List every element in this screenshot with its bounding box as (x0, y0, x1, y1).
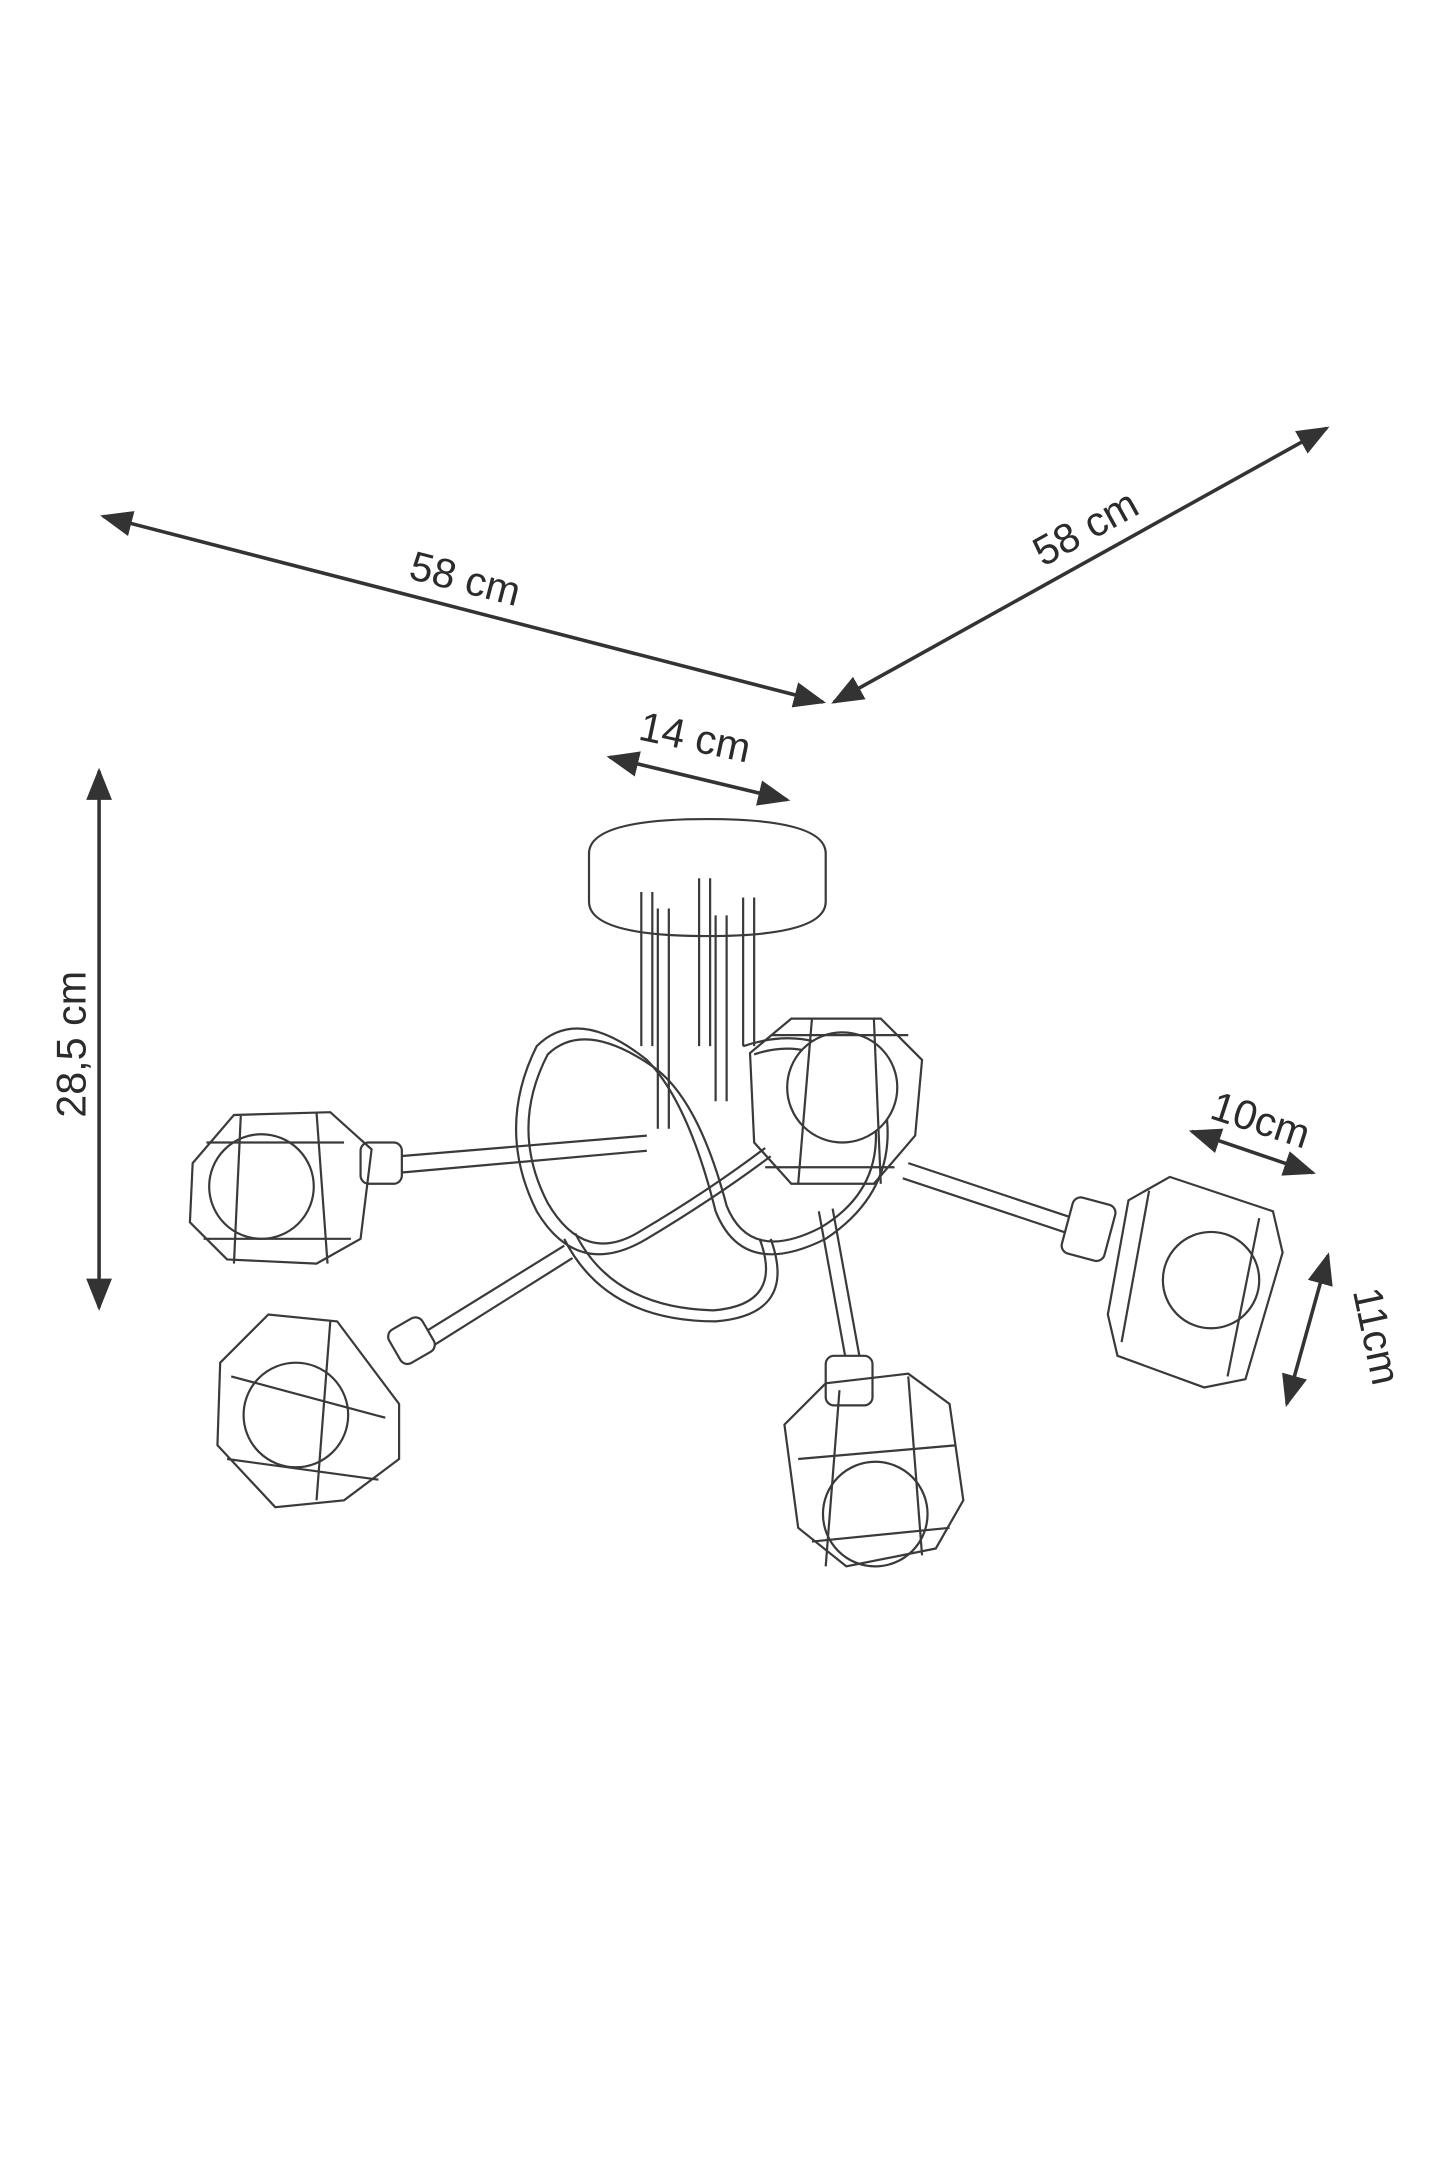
shade-right (1106, 1175, 1284, 1389)
shade-height-label: 11cm (1344, 1283, 1409, 1388)
lamp-illustration (188, 817, 1284, 1568)
shade-width-arrow (1188, 1128, 1316, 1176)
shade-width-label: 10cm (1206, 1083, 1316, 1158)
shade-left (188, 1111, 373, 1265)
shade-top (748, 1017, 924, 1185)
shade-height-arrow (1282, 1252, 1333, 1408)
width-left-arrow (100, 511, 827, 708)
shade-bottom-left (216, 1313, 401, 1509)
height-label: 28,5 cm (48, 971, 94, 1118)
width-left-label: 58 cm (405, 542, 525, 615)
canopy-label: 14 cm (635, 703, 754, 771)
width-right-arrow (831, 426, 1330, 704)
canopy-arrow (606, 751, 791, 806)
shade-bottom (783, 1372, 965, 1568)
